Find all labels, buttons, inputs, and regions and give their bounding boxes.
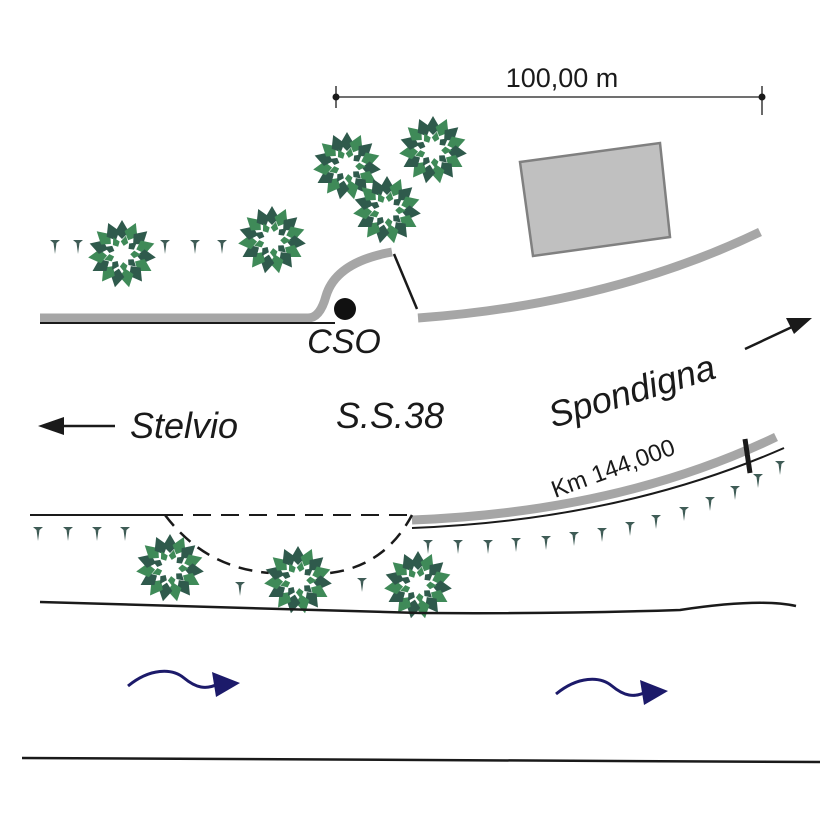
- grass-tuft-icon: [541, 536, 551, 550]
- river-bank-lower: [21, 756, 821, 764]
- grass-tuft-icon: [569, 532, 579, 546]
- outfall-line: [392, 253, 419, 310]
- upper-road-edge: [40, 227, 762, 324]
- grass-tuft-icon: [483, 540, 493, 554]
- grass-tuft-icon: [33, 527, 43, 541]
- grass-tuft-icon: [453, 540, 463, 554]
- tree-canopy-icon: [263, 546, 333, 615]
- grass-tuft-icon: [651, 515, 661, 529]
- stelvio-arrow-icon: [38, 417, 115, 435]
- grass-tuft-icon: [50, 240, 60, 254]
- grass-tuft-icon: [217, 240, 227, 254]
- grass-tuft-icon: [597, 528, 607, 542]
- cso-label: CSO: [307, 323, 381, 361]
- river-bank-upper: [39, 600, 797, 615]
- tree-canopy-icon: [383, 551, 453, 620]
- grass-tuft-icon: [190, 240, 200, 254]
- grass-tuft-icon: [679, 507, 689, 521]
- grass-tuft-icon: [160, 240, 170, 254]
- road-label: S.S.38: [336, 395, 444, 436]
- grass-tuft-icon: [511, 538, 521, 552]
- km-marker: [742, 438, 753, 474]
- grass-tuft-icon: [357, 578, 367, 592]
- grass-tuft-icon: [120, 527, 130, 541]
- grass-tuft-icon: [730, 486, 740, 500]
- grass-tuft-icon: [705, 497, 715, 511]
- tree-canopy-icon: [237, 206, 307, 275]
- flow-direction-arrow-icon: [127, 669, 240, 697]
- grass-tuft-icon: [63, 527, 73, 541]
- tree-canopy-icon: [87, 220, 157, 289]
- building: [518, 141, 672, 258]
- grass-tuft-icon: [235, 582, 245, 596]
- tree-canopy-icon: [135, 534, 205, 603]
- flow-direction-arrow-icon: [555, 677, 668, 705]
- grass-tuft-icon: [73, 240, 83, 254]
- scale-label: 100,00 m: [506, 63, 619, 93]
- scale-bar: [332, 86, 766, 115]
- grass-tuft-icon: [625, 522, 635, 536]
- upper-trees: [87, 116, 468, 289]
- tree-canopy-icon: [398, 116, 468, 185]
- spondigna-label: Spondigna: [543, 346, 720, 436]
- grass-tuft-icon: [775, 461, 785, 475]
- spondigna-arrow-icon: [744, 318, 812, 351]
- cso-dot-icon: [334, 298, 356, 320]
- grass-tuft-icon: [423, 540, 433, 554]
- grass-tuft-icon: [753, 474, 763, 488]
- stelvio-label: Stelvio: [130, 405, 238, 446]
- grass-tuft-icon: [92, 527, 102, 541]
